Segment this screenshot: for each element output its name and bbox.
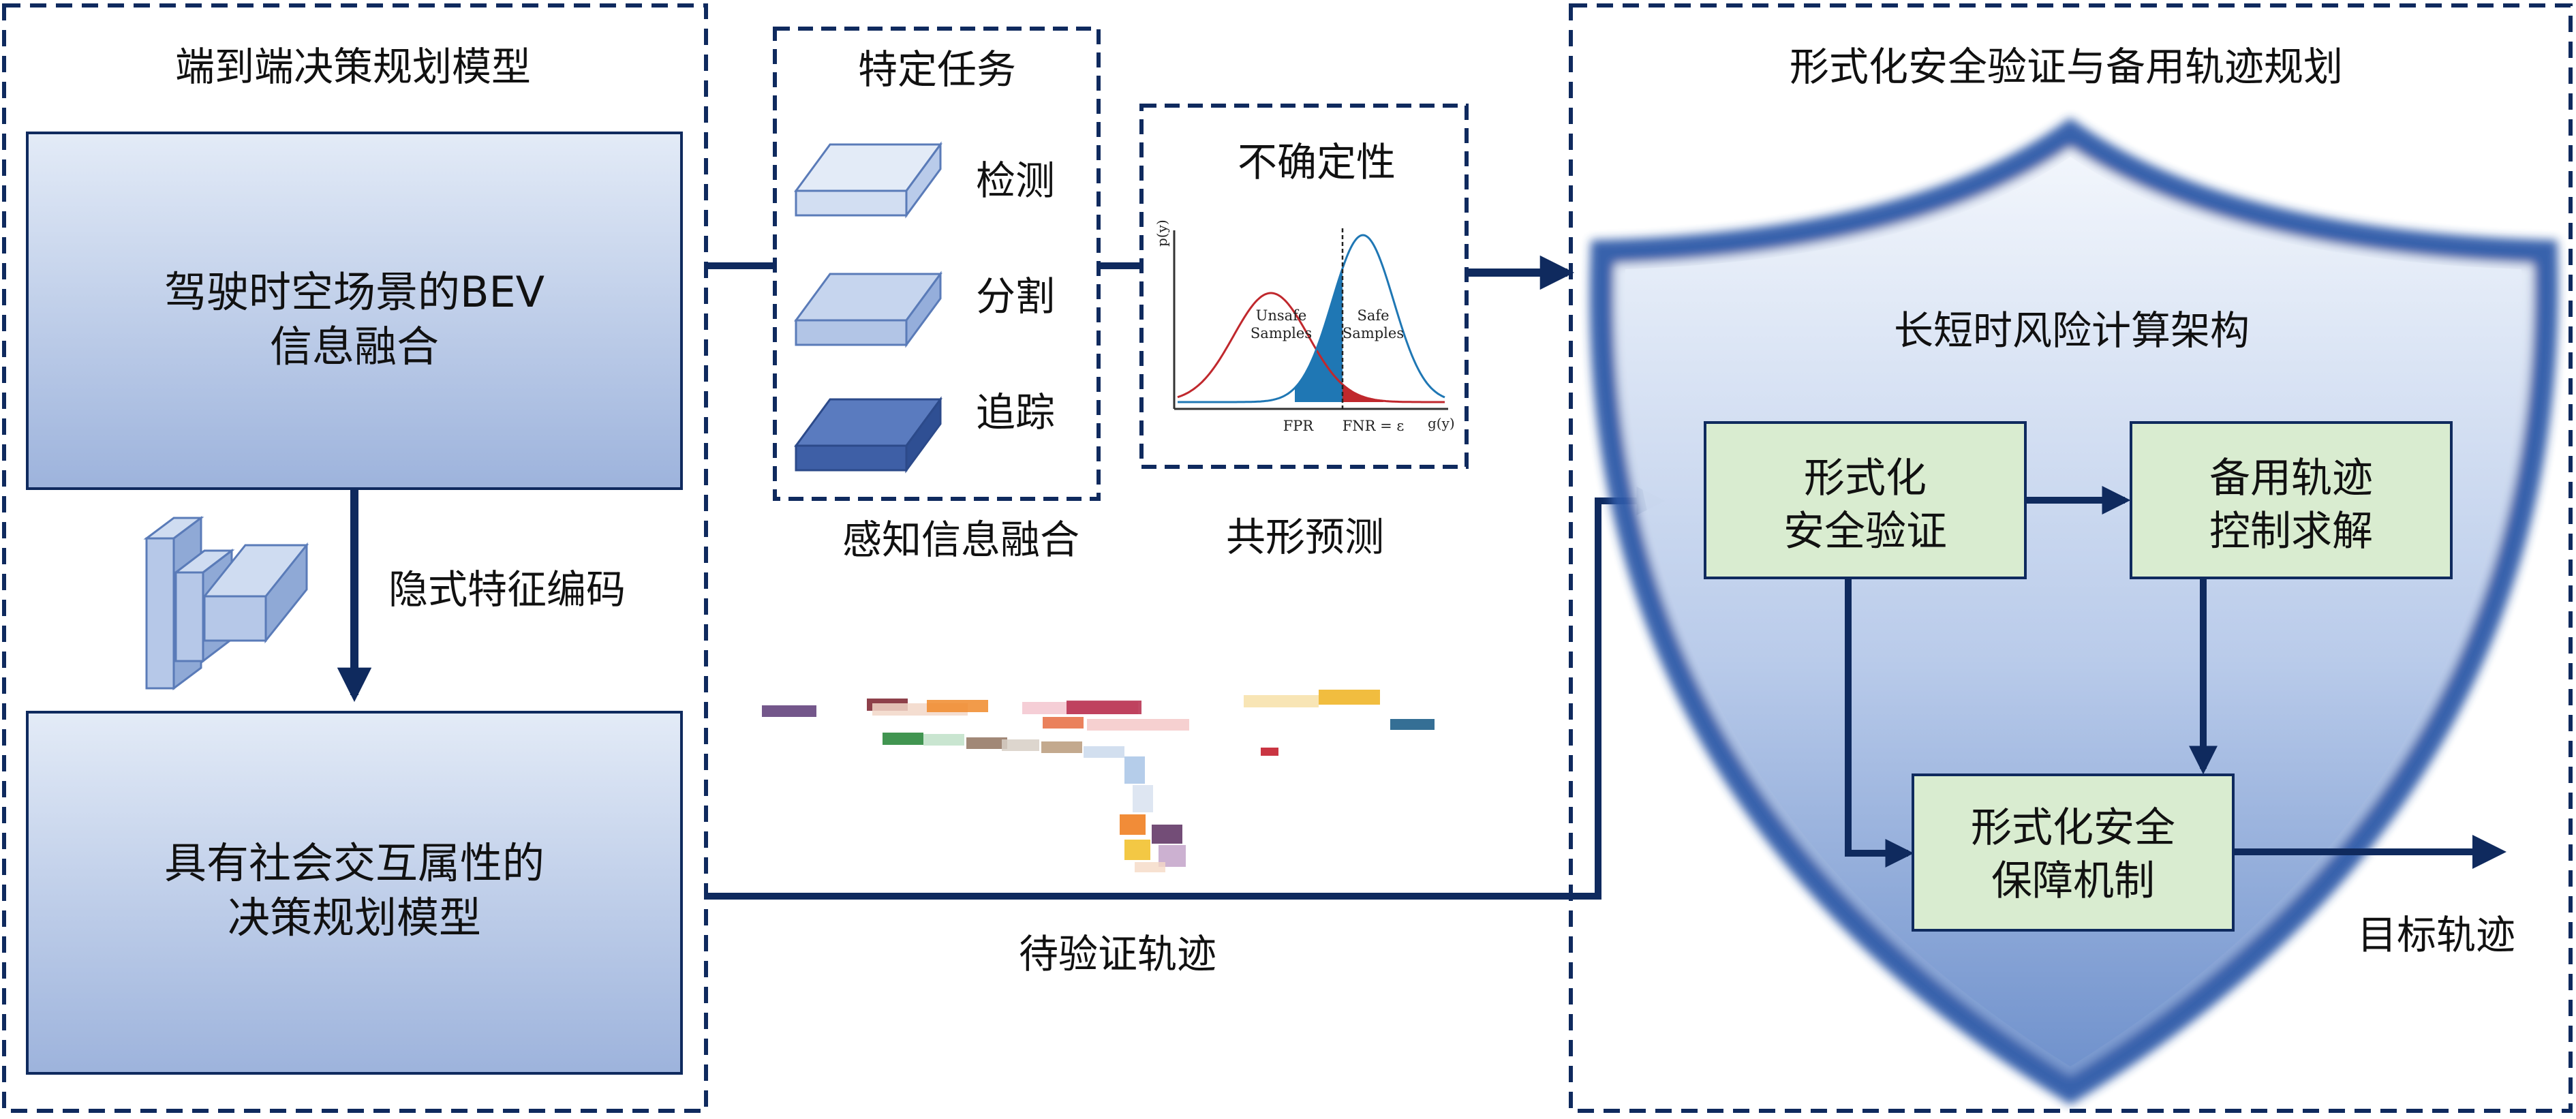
unsafe-label-2: Samples [1251,325,1312,341]
fpr-region [1295,268,1343,402]
safety-guarantee-line2: 保障机制 [1991,857,2155,905]
feature-encoder-icon [143,516,309,690]
safety-verify-box [1704,421,2027,579]
bev-fusion-line2: 信息融合 [270,322,439,371]
left-panel-title: 端到端决策规划模型 [175,44,531,90]
right-panel: 形式化安全验证与备用轨迹规划 长短时风险计算架构 形式化 安全验证 备用轨迹 控… [1569,3,2573,1113]
encode-arrow-label: 隐式特征编码 [388,566,626,613]
task-panel: 特定任务 检测 分割 追踪 感知信息融合 [773,27,1101,563]
detection-layer-icon [794,141,942,219]
task-segmentation: 分割 [976,273,1055,320]
safe-label-2: Samples [1343,325,1404,341]
task-panel-caption: 感知信息融合 [842,517,1079,563]
unsafe-curve [1177,292,1445,403]
backup-trajectory-line1: 备用轨迹 [2209,455,2373,502]
uncertainty-title: 不确定性 [1238,139,1396,185]
left-panel: 端到端决策规划模型 驾驶时空场景的BEV 信息融合 隐式特征编码 具有社会交互属… [2,3,708,1113]
fnr-region [1343,384,1383,402]
trajectory-label: 待验证轨迹 [1019,931,1216,977]
safety-verify-line2: 安全验证 [1783,508,1947,555]
backup-trajectory-box [2130,421,2453,579]
right-panel-border [1569,3,2573,1113]
verify-to-guarantee-arrow [1845,578,1914,868]
decision-model-line2: 决策规划模型 [228,893,481,942]
safety-guarantee-box [1912,773,2235,932]
conformal-plot: p(y) g(y) Unsafe Samples Safe Samples FP… [1154,219,1455,434]
left-panel-border [2,3,708,1113]
bev-fusion-box [26,132,683,490]
decision-model-line1: 具有社会交互属性的 [164,838,545,888]
safe-curve [1178,234,1445,403]
decision-model-box [26,711,683,1075]
task-panel-title: 特定任务 [858,46,1016,93]
bev-fusion-line1: 驾驶时空场景的BEV [164,267,545,317]
right-panel-title: 形式化安全验证与备用轨迹规划 [1790,44,2343,90]
uncertainty-panel-border [1139,104,1469,469]
safe-label-1: Safe [1357,307,1389,324]
tracking-layer-icon [794,396,942,474]
safety-guarantee-line1: 形式化安全 [1971,804,2175,852]
safety-verify-line1: 形式化 [1804,455,1927,502]
task-tracking: 追踪 [976,389,1055,435]
plot-y-label: p(y) [1154,219,1170,247]
uncertainty-caption: 共形预测 [1226,514,1384,560]
plot-x-label: g(y) [1428,415,1455,431]
segmentation-layer-icon [794,271,942,348]
tick-fnr: FNR = ε [1343,418,1405,434]
task-detection: 检测 [976,157,1055,204]
unsafe-label-1: Unsafe [1256,307,1307,324]
backup-trajectory-line2: 控制求解 [2209,508,2373,555]
output-label: 目标轨迹 [2357,912,2515,958]
trajectory-bev-illustration [762,690,1435,872]
uncertainty-panel: 不确定性 p(y) g(y) Unsafe Samples Safe Sampl… [1139,104,1469,560]
shield-title: 长短时风险计算架构 [1894,307,2250,354]
tick-fpr: FPR [1283,418,1315,434]
